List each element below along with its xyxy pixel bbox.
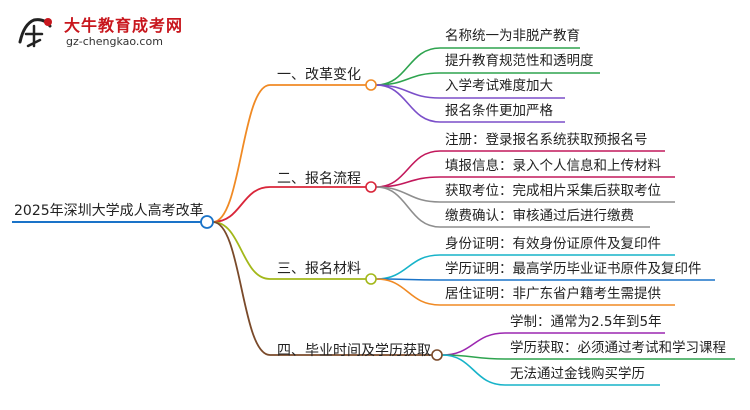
branch-reform-changes: 一、改革变化 [277, 67, 361, 83]
leaf-2-3: 获取考位：完成相片采集后获取考位 [445, 183, 661, 199]
leaf-2-4: 缴费确认：审核通过后进行缴费 [445, 208, 634, 224]
leaf-4-1: 学制：通常为2.5年到5年 [510, 314, 662, 330]
logo-ox-icon [18, 18, 52, 48]
logo-url: gz-chengkao.com [66, 35, 163, 48]
leaf-4-2: 学历获取：必须通过考试和学习课程 [510, 340, 726, 356]
leaf-connector [441, 332, 506, 356]
leaf-connector [375, 186, 441, 203]
leaf-2-1: 注册：登录报名系统获取预报名号 [445, 132, 648, 148]
branch-connector [212, 221, 271, 280]
branch-node [365, 79, 377, 91]
leaf-1-4: 报名条件更加严格 [445, 103, 553, 119]
leaf-connector [441, 354, 506, 386]
branch-node [431, 349, 443, 361]
leaf-4-3: 无法通过金钱购买学历 [510, 366, 645, 382]
leaf-3-1: 身份证明：有效身份证原件及复印件 [445, 236, 661, 252]
logo-title: 大牛教育成考网 [64, 16, 184, 35]
leaf-connector [375, 254, 441, 280]
leaf-3-2: 学历证明：最高学历毕业证书原件及复印件 [445, 261, 702, 277]
leaf-connector [375, 84, 441, 123]
branch-connector [212, 84, 271, 223]
branch-node [365, 273, 377, 285]
leaf-2-2: 填报信息：录入个人信息和上传材料 [445, 158, 661, 174]
branch-graduation-and-degree: 四、毕业时间及学历获取 [277, 343, 431, 359]
branch-connector [212, 186, 271, 223]
root-node [200, 215, 214, 229]
leaf-1-3: 入学考试难度加大 [445, 78, 553, 94]
branch-node [365, 181, 377, 193]
leaf-connector [375, 186, 441, 228]
leaf-3-3: 居住证明：非广东省户籍考生需提供 [445, 286, 661, 302]
branch-registration-materials: 三、报名材料 [277, 261, 361, 277]
leaf-connector [375, 278, 441, 306]
site-logo: 大牛教育成考网 gz-chengkao.com [14, 10, 234, 54]
leaf-connector [375, 47, 441, 86]
leaf-1-2: 提升教育规范性和透明度 [445, 53, 594, 69]
branch-connector [212, 221, 271, 356]
root-topic: 2025年深圳大学成人高考改革 [14, 203, 204, 219]
branch-registration-process: 二、报名流程 [277, 171, 361, 187]
leaf-1-1: 名称统一为非脱产教育 [445, 28, 580, 44]
